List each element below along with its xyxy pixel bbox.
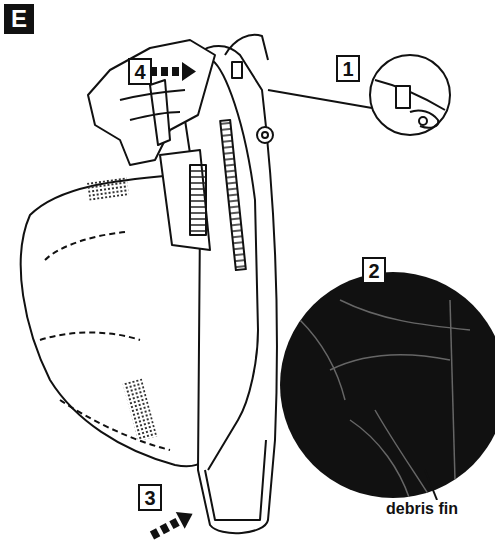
callout-number: 2: [368, 261, 379, 281]
callout-number-box: 4: [128, 58, 152, 85]
figure-letter-box: E: [4, 4, 34, 34]
callout-number: 1: [342, 59, 353, 79]
callout-number-box: 3: [138, 484, 162, 511]
part-label: debris fin: [384, 500, 460, 518]
callout-number-box: 1: [336, 55, 360, 82]
callout-number: 3: [144, 488, 155, 508]
callout-number-box: 2: [362, 257, 386, 284]
callout-number: 4: [134, 62, 145, 82]
callout-number: E: [11, 7, 27, 31]
